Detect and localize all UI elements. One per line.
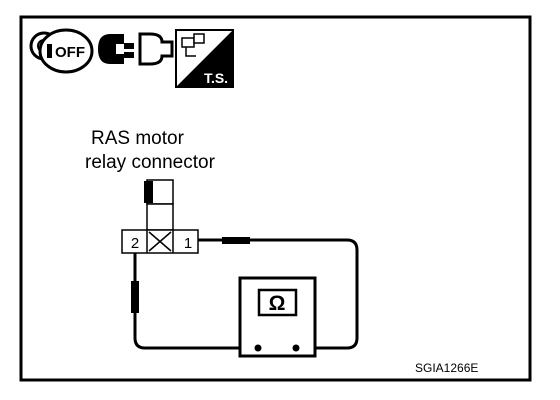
ts-harness-icon: T.S. — [175, 29, 234, 88]
ignition-key-off-icon: OFF — [29, 28, 94, 74]
connector-label-line2: relay connector — [85, 152, 216, 173]
terminal-1-label: 1 — [184, 235, 192, 252]
meter-terminal-negative — [254, 344, 262, 352]
relay-connector: 2 1 — [121, 179, 199, 254]
ignition-key-label: OFF — [55, 44, 85, 61]
figure-code: SGIA1266E — [415, 361, 478, 375]
connector-label-line1: RAS motor — [91, 128, 185, 149]
probe-wire-terminal-1 — [198, 237, 359, 350]
meter-terminal-positive — [292, 344, 300, 352]
probe-wire-terminal-2 — [131, 253, 258, 350]
ohm-symbol: Ω — [269, 292, 286, 315]
ts-label: T.S. — [204, 70, 228, 86]
disconnected-connector-icon — [98, 32, 174, 66]
ohmmeter: Ω — [238, 276, 317, 358]
terminal-2-label: 2 — [131, 235, 139, 252]
